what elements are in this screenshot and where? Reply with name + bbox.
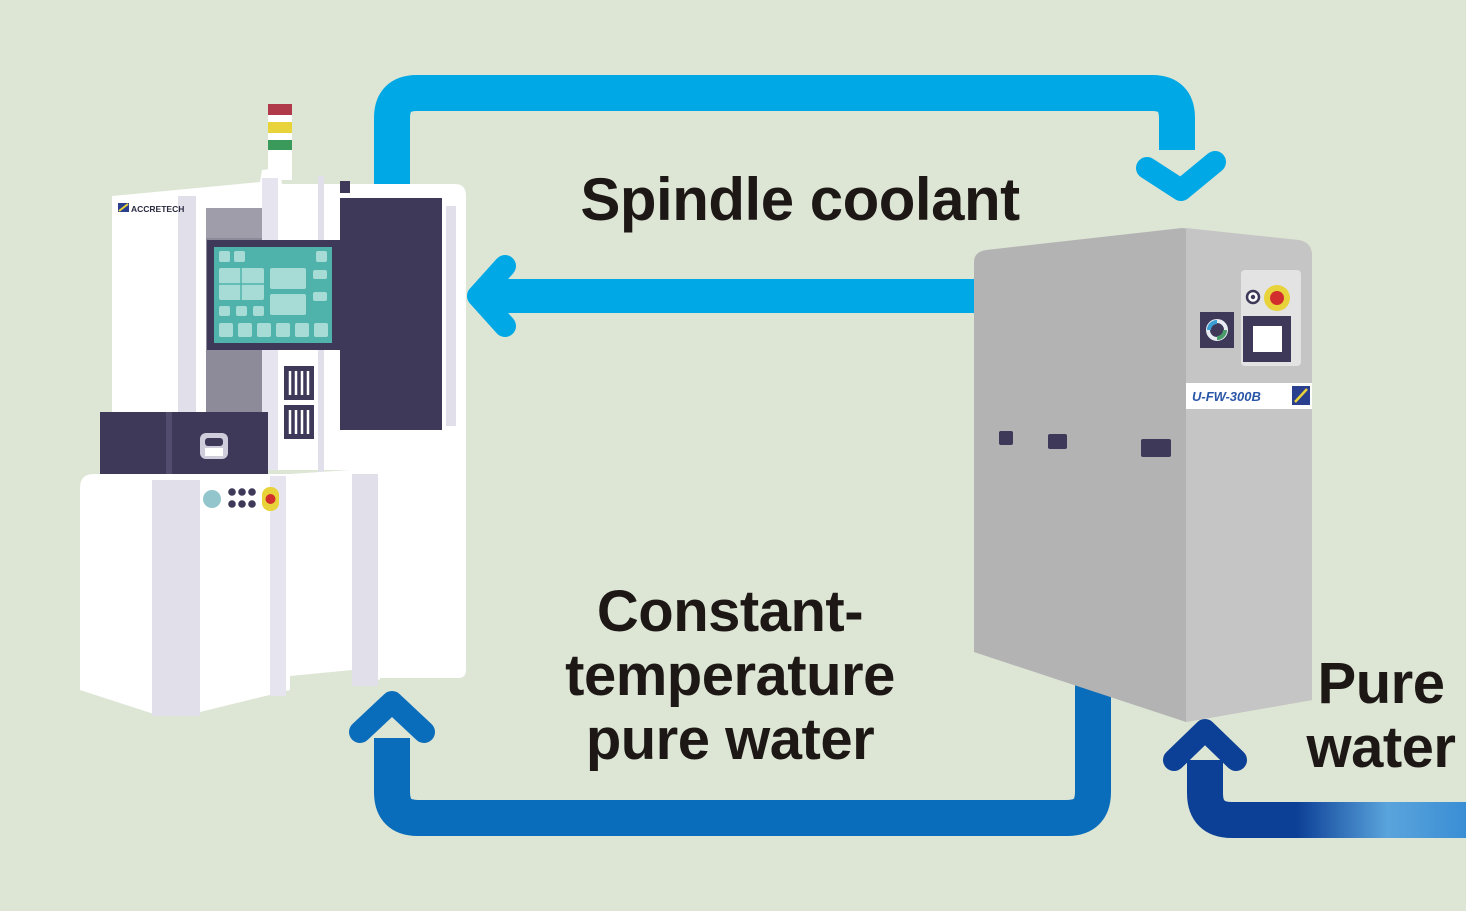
label-pure-water: Pure water — [1296, 652, 1466, 780]
vent-grille — [284, 366, 314, 439]
unit-control-panel — [1241, 270, 1301, 366]
brand-text: ACCRETECH — [131, 204, 184, 214]
flow-arrow-constant-temp — [349, 685, 1111, 836]
dicing-machine: ACCRETECH — [80, 104, 466, 716]
label-line: water — [1306, 715, 1456, 780]
machine-door — [340, 198, 442, 430]
label-line: Constant- — [596, 579, 864, 644]
temperature-control-unit: U-FW-300B — [974, 228, 1312, 722]
model-label: U-FW-300B — [1186, 383, 1312, 409]
touch-screen — [207, 240, 340, 350]
model-text: U-FW-300B — [1192, 389, 1261, 404]
label-spindle-coolant: Spindle coolant — [580, 166, 1020, 233]
signal-light-yellow — [268, 122, 292, 133]
unit-emblem — [1200, 312, 1234, 348]
signal-tower — [268, 104, 292, 180]
label-line: pure water — [585, 707, 875, 772]
accretech-logo: ACCRETECH — [118, 203, 184, 214]
label-line: temperature — [565, 643, 895, 708]
label-constant-temperature-pure-water: Constant- temperature pure water — [520, 580, 940, 772]
flow-arrow-to-unit — [374, 75, 1226, 201]
power-lamp — [203, 490, 221, 508]
signal-light-green — [268, 140, 292, 150]
flow-arrow-to-machine — [467, 255, 978, 337]
label-line: Pure — [1317, 651, 1445, 716]
flow-arrow-pure-water — [1163, 719, 1466, 838]
loading-unit — [100, 412, 268, 474]
signal-light-red — [268, 104, 292, 115]
control-panel — [203, 487, 279, 511]
